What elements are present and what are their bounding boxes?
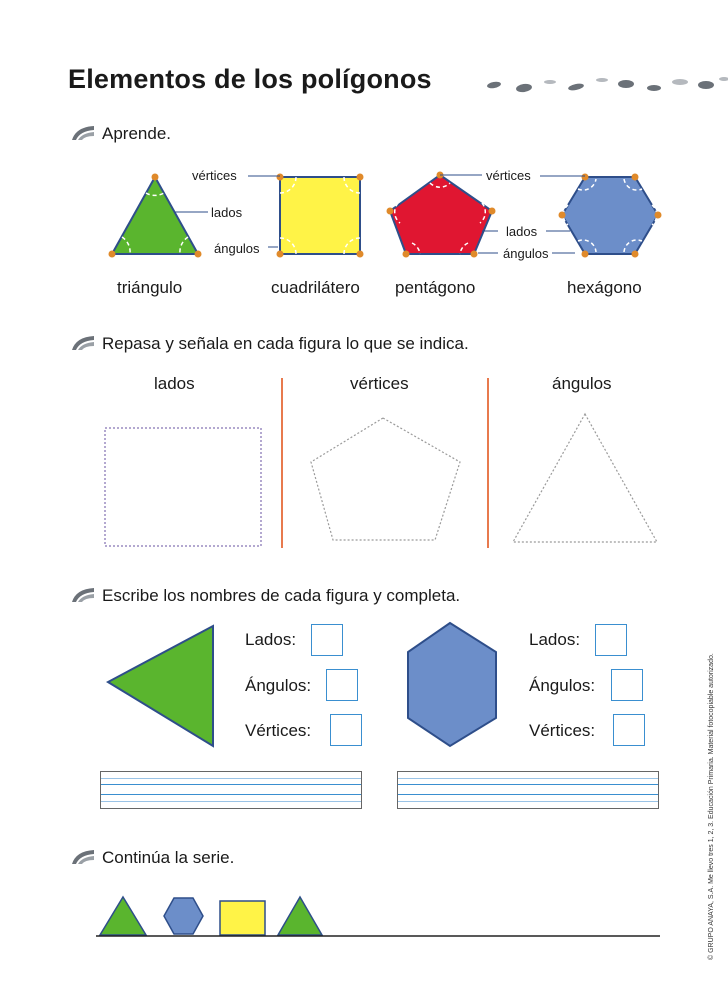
dotted-pentagon[interactable] xyxy=(310,417,461,541)
callout-lados-right: lados xyxy=(506,224,538,239)
serie-triangle xyxy=(276,895,324,936)
callout-vertices-right: vértices xyxy=(486,168,531,183)
escribe-right-shape xyxy=(407,621,497,748)
escribe-left-shape xyxy=(105,624,214,748)
triangle-figure xyxy=(108,173,202,258)
dotted-triangle[interactable] xyxy=(511,412,659,543)
right-field-vertices-label: Vértices: xyxy=(529,721,596,740)
section-aprende-header: Aprende. xyxy=(70,124,171,144)
section-bullet-icon xyxy=(72,588,94,602)
serie-triangle xyxy=(98,895,148,936)
section-repasa-header: Repasa y señala en cada figura lo que se… xyxy=(70,334,469,354)
right-vertices-answer-box[interactable] xyxy=(613,714,645,746)
serie-hexagon xyxy=(163,897,204,935)
right-field-lados-label: Lados: xyxy=(529,630,581,649)
section-escribe-header: Escribe los nombres de cada figura y com… xyxy=(70,586,460,606)
section-bullet-icon xyxy=(72,336,94,350)
left-angulos-answer-box[interactable] xyxy=(326,669,358,701)
callout-angulos-right: ángulos xyxy=(503,246,549,261)
shape-name-pentagono: pentágono xyxy=(395,278,476,297)
section-aprende-label: Aprende. xyxy=(102,124,171,143)
right-name-writing-line[interactable] xyxy=(397,771,659,809)
section-continua-header: Continúa la serie. xyxy=(70,848,234,868)
serie-figures xyxy=(96,895,660,937)
callout-lados-left: lados xyxy=(211,205,243,220)
left-field-vertices-label: Vértices: xyxy=(245,721,312,740)
left-name-writing-line[interactable] xyxy=(100,771,362,809)
shape-name-hexagono: hexágono xyxy=(567,278,642,297)
page-title: Elementos de los polígonos xyxy=(68,64,432,94)
column-header-lados: lados xyxy=(154,374,195,393)
right-angulos-answer-box[interactable] xyxy=(611,669,643,701)
copyright-note: © GRUPO ANAYA, S.A. Me llevo tres 1, 2, … xyxy=(708,653,715,960)
column-header-angulos: ángulos xyxy=(552,374,612,393)
shape-name-cuadrilatero: cuadrilátero xyxy=(271,278,360,297)
section-escribe-label: Escribe los nombres de cada figura y com… xyxy=(102,586,461,605)
shape-name-triangulo: triángulo xyxy=(117,278,183,297)
right-lados-answer-box[interactable] xyxy=(595,624,627,656)
column-header-vertices: vértices xyxy=(350,374,409,393)
callout-angulos-left: ángulos xyxy=(214,241,260,256)
section-repasa-label: Repasa y señala en cada figura lo que se… xyxy=(102,334,469,353)
left-vertices-answer-box[interactable] xyxy=(330,714,362,746)
section-continua-label: Continúa la serie. xyxy=(102,848,235,867)
section-bullet-icon xyxy=(72,850,94,864)
dotted-square[interactable] xyxy=(104,427,262,547)
decorative-dashes xyxy=(487,77,728,93)
right-field-angulos-label: Ángulos: xyxy=(529,676,596,695)
serie-square xyxy=(219,900,266,936)
pentagon-figure xyxy=(386,171,496,258)
hexagon-figure xyxy=(558,173,662,258)
square-figure xyxy=(276,173,364,258)
left-field-angulos-label: Ángulos: xyxy=(245,676,312,695)
trace-figures[interactable] xyxy=(95,370,670,555)
callout-vertices-left: vértices xyxy=(192,168,237,183)
aprende-figures xyxy=(108,171,662,258)
left-lados-answer-box[interactable] xyxy=(311,624,343,656)
section-bullet-icon xyxy=(72,126,94,140)
left-field-lados-label: Lados: xyxy=(245,630,297,649)
